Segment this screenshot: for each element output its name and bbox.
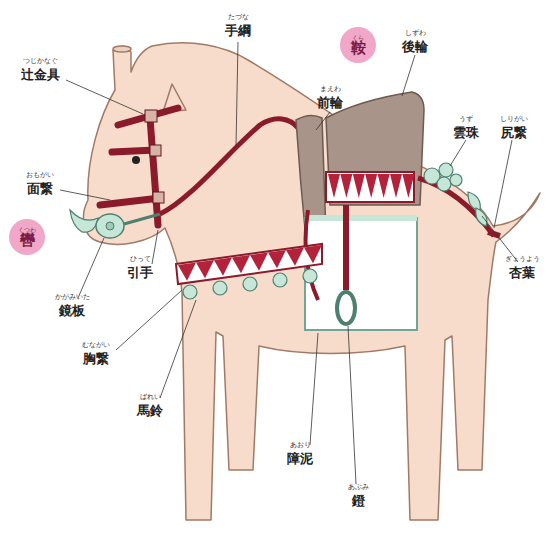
category-circle: くつわ轡 [9, 219, 45, 255]
part-name: 尻繋 [501, 126, 527, 139]
bridle [100, 108, 178, 225]
unzu [424, 163, 462, 191]
part-name: 後輪 [402, 40, 428, 53]
reading: ばれい [140, 394, 161, 401]
leader-lines [60, 42, 518, 484]
horse-eye [132, 156, 140, 164]
reading: ひって [130, 256, 151, 263]
tsuji-kanagu [150, 145, 161, 156]
gyoyo [468, 192, 487, 226]
reading: つじかなぐ [23, 58, 58, 65]
part-name: 胸繋 [83, 352, 109, 365]
reading: おもがい [26, 172, 54, 179]
horse-bells [183, 269, 317, 299]
reading: たづな [228, 14, 249, 21]
part-name: 鐙 [352, 494, 365, 507]
part-name: 障泥 [287, 452, 313, 465]
mirror-plate [96, 214, 124, 238]
reading: うず [459, 116, 473, 123]
part-name: 雲珠 [453, 126, 479, 139]
reading: むながい [82, 342, 110, 349]
reading: あおり [290, 442, 311, 449]
bit-ring [124, 214, 160, 224]
category-name: 鞍 [351, 41, 366, 56]
reading: ぎょうよう [505, 256, 540, 263]
part-name: 馬鈴 [137, 404, 163, 417]
mouth-piece [70, 210, 98, 232]
part-name: 前輪 [317, 96, 343, 109]
reading: あぶみ [348, 484, 369, 491]
mirror-plate-boss [106, 222, 114, 230]
stirrup-strap [343, 205, 349, 290]
part-name: 手綱 [225, 24, 251, 37]
part-name: 面繋 [27, 182, 53, 195]
aori-border [305, 215, 417, 221]
part-name: 杏葉 [509, 266, 535, 279]
horse-body [84, 43, 540, 520]
aori-flap [305, 218, 417, 330]
category-circle: くら鞍 [340, 27, 376, 63]
saddle-seat [326, 172, 414, 202]
chest-triangles [178, 245, 322, 281]
tsuji-kanagu [145, 110, 157, 122]
tsuji-kanagu [153, 192, 164, 203]
reins [160, 119, 298, 214]
category-name: 轡 [20, 233, 35, 248]
reading: しりがい [500, 116, 528, 123]
part-name: 引手 [127, 266, 153, 279]
reading: かがみいた [55, 294, 90, 301]
reading: まえわ [320, 86, 341, 93]
part-name: 辻金具 [21, 68, 60, 81]
part-name: 鏡板 [59, 304, 85, 317]
stirrup-ring [337, 292, 355, 324]
saddle-triangles [328, 174, 414, 198]
reading: しずわ [405, 30, 426, 37]
crupper-strap [418, 178, 494, 236]
spout-rim [113, 46, 131, 52]
